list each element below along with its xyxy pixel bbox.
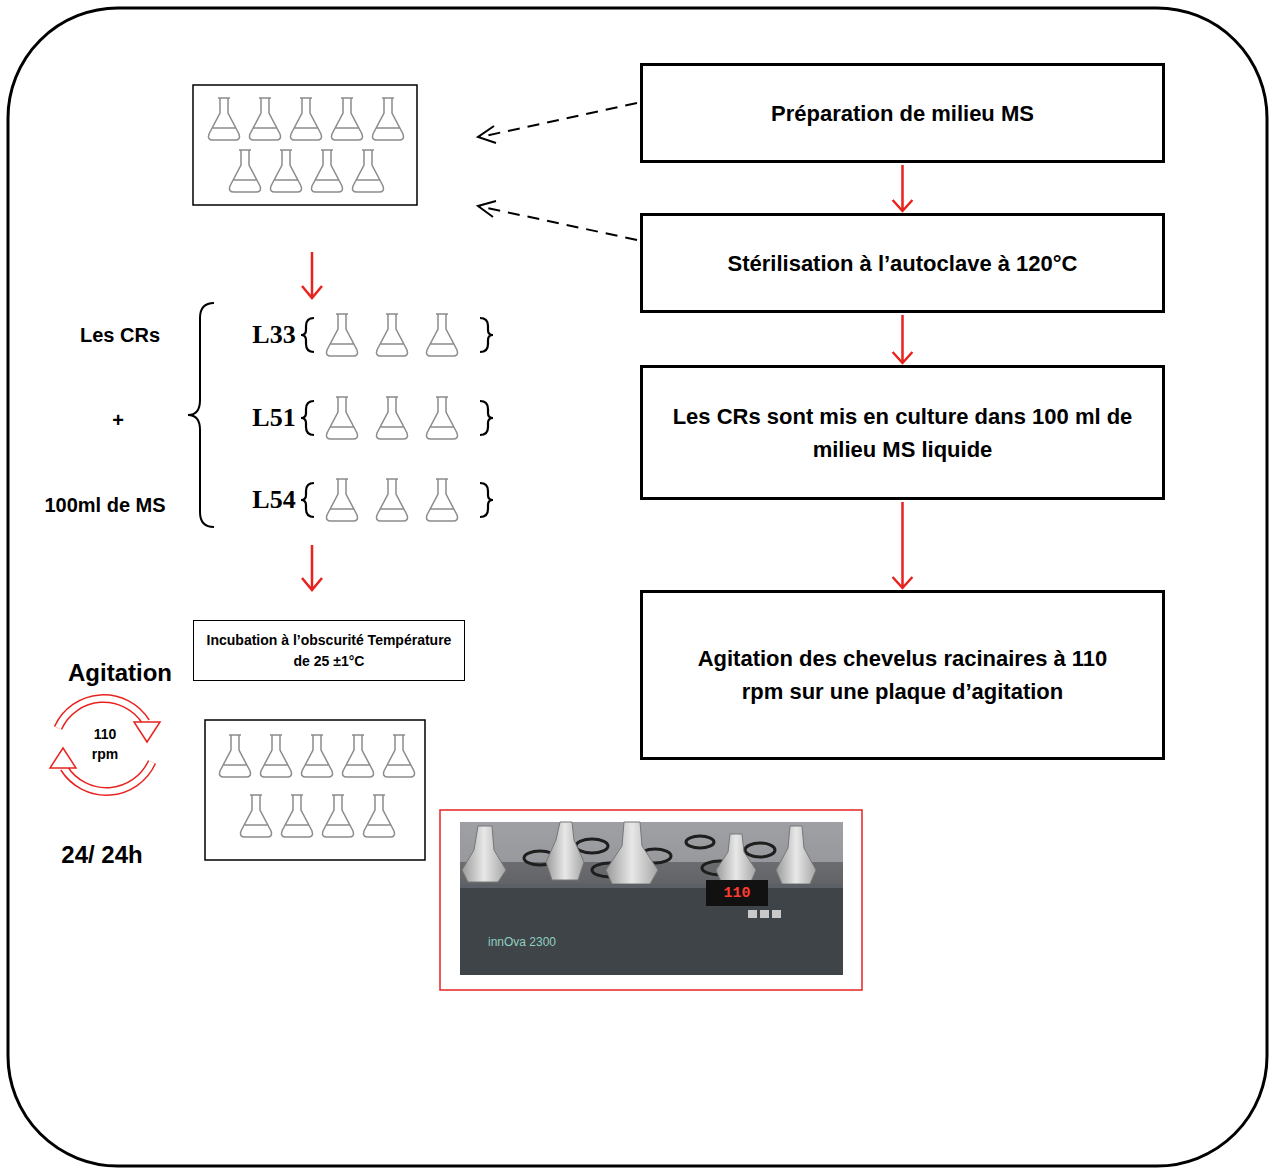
flask-icon [377,314,408,356]
flask-icon [250,98,281,140]
flow-arrow [893,502,913,588]
flow-arrow [893,165,913,211]
flask-icon [327,397,358,439]
flask-box [205,720,425,860]
flask-icon [302,735,333,777]
flask-icon [343,735,374,777]
flask-icon [241,795,272,837]
flask-icon [384,735,415,777]
flask-icon [373,98,404,140]
brace [301,318,493,517]
box-text: Incubation à l’obscurité Température de … [202,630,456,672]
red-arrow [302,252,322,590]
flask-icon [291,98,322,140]
flask-icon [427,397,458,439]
flask-icon [271,150,302,192]
text-label: 110 rpm [85,725,125,764]
dashed-arrow [478,103,637,240]
flask-icon [327,479,358,521]
outer-frame [8,8,1267,1166]
flask-icon [220,735,251,777]
text-label: 110 [723,885,750,902]
flask-icon [282,795,313,837]
flask-icon [312,150,343,192]
box-text: Préparation de milieu MS [771,97,1034,130]
flask-icon [323,795,354,837]
bracket [188,303,214,527]
flask-icon [377,397,408,439]
flask-icon [209,98,240,140]
text-label: Agitation [68,659,172,687]
rotation-arrows [50,699,160,792]
process-box: Incubation à l’obscurité Température de … [193,620,465,681]
process-box: Stérilisation à l’autoclave à 120°C [640,213,1165,313]
box-text: Les CRs sont mis en culture dans 100 ml … [663,400,1142,466]
process-box: Préparation de milieu MS [640,63,1165,163]
flask-box [193,85,417,205]
flask-icon [353,150,384,192]
flask-icon [332,98,363,140]
text-label: L51 [252,403,295,433]
text-label: L54 [252,485,295,515]
flask-icon [364,795,395,837]
process-box: Les CRs sont mis en culture dans 100 ml … [640,365,1165,500]
flask-icon [327,314,358,356]
text-label: Les CRs [80,324,160,347]
text-label: 100ml de MS [44,494,165,517]
text-label: L33 [252,320,295,350]
box-text: Stérilisation à l’autoclave à 120°C [728,247,1078,280]
flask-icon [427,479,458,521]
text-label: 24/ 24h [61,841,142,869]
flow-arrow [893,315,913,363]
flask-icon [230,150,261,192]
flask-icon [261,735,292,777]
flask-group [209,98,458,837]
text-label: + [112,409,124,432]
shaker-photo [440,810,862,990]
text-label: innOva 2300 [488,935,556,949]
flask-icon [377,479,408,521]
box-text: Agitation des chevelus racinaires à 110 … [683,642,1122,708]
process-box: Agitation des chevelus racinaires à 110 … [640,590,1165,760]
flask-icon [427,314,458,356]
